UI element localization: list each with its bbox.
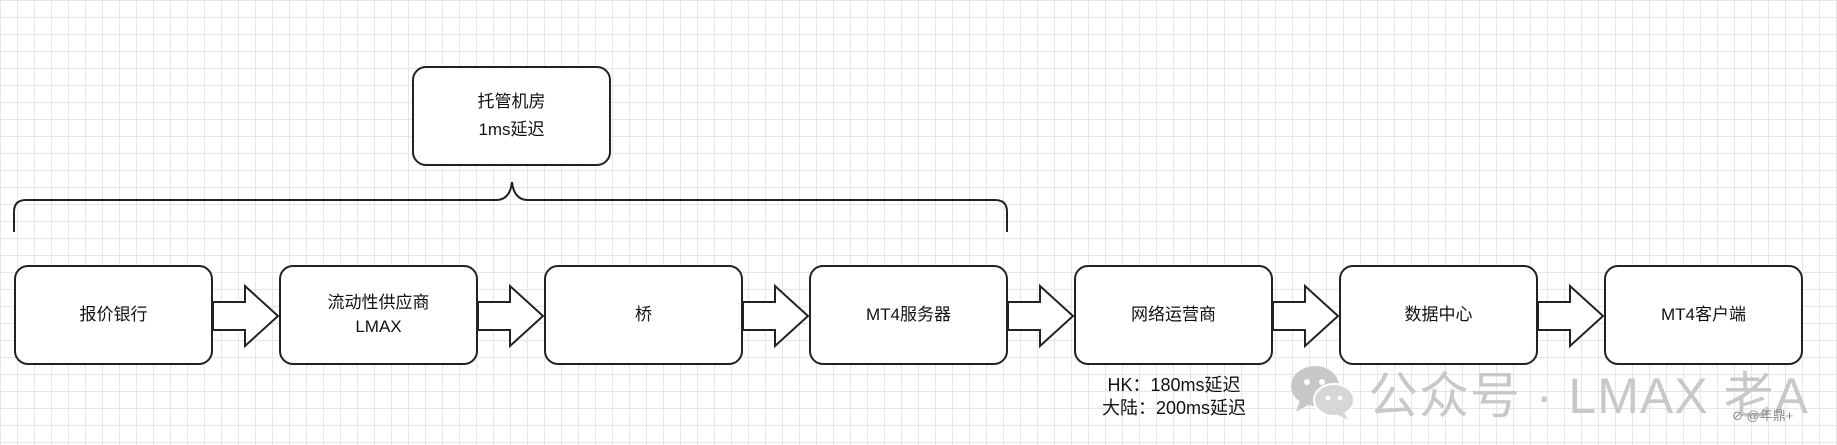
node-data-center: 数据中心: [1339, 265, 1538, 365]
group-brace: [13, 181, 1008, 232]
latency-mainland: 大陆：200ms延迟: [1101, 398, 1247, 418]
arrow-lp-to-bridge: [477, 283, 545, 349]
latency-note: HK：180ms延迟 大陆：200ms延迟: [1074, 374, 1274, 420]
colocation-title: 托管机房: [477, 92, 546, 111]
watermark-text: 公众号 · LMAX 老A: [1368, 368, 1809, 424]
arrow-datacenter-to-client: [1537, 283, 1605, 349]
node-label: 数据中心: [1404, 305, 1473, 324]
node-label: 流动性供应商: [327, 293, 430, 312]
arrow-network-to-datacenter: [1272, 283, 1340, 349]
wechat-icon: [1291, 366, 1355, 420]
arrow-mt4server-to-network: [1007, 283, 1075, 349]
node-quote-bank: 报价银行: [14, 265, 213, 365]
colocation-box: 托管机房 1ms延迟: [412, 66, 611, 166]
node-label: MT4服务器: [866, 305, 951, 324]
node-mt4-server: MT4服务器: [809, 265, 1008, 365]
arrow-bank-to-lp: [212, 283, 280, 349]
arrow-bridge-to-mt4server: [742, 283, 810, 349]
node-label: MT4客户端: [1661, 305, 1746, 324]
node-label: 网络运营商: [1131, 305, 1216, 324]
latency-hk: HK：180ms延迟: [1107, 375, 1241, 395]
node-sublabel: LMAX: [355, 317, 402, 336]
node-liquidity-provider: 流动性供应商 LMAX: [279, 265, 478, 365]
node-label: 桥: [635, 305, 652, 324]
node-mt4-client: MT4客户端: [1604, 265, 1803, 365]
watermark: 公众号 · LMAX 老A: [1288, 360, 1809, 424]
node-bridge: 桥: [544, 265, 743, 365]
corner-tag: ⊘ @年鼎+: [1732, 408, 1794, 423]
colocation-latency: 1ms延迟: [478, 120, 545, 139]
node-label: 报价银行: [79, 305, 148, 324]
node-network-operator: 网络运营商: [1074, 265, 1273, 365]
